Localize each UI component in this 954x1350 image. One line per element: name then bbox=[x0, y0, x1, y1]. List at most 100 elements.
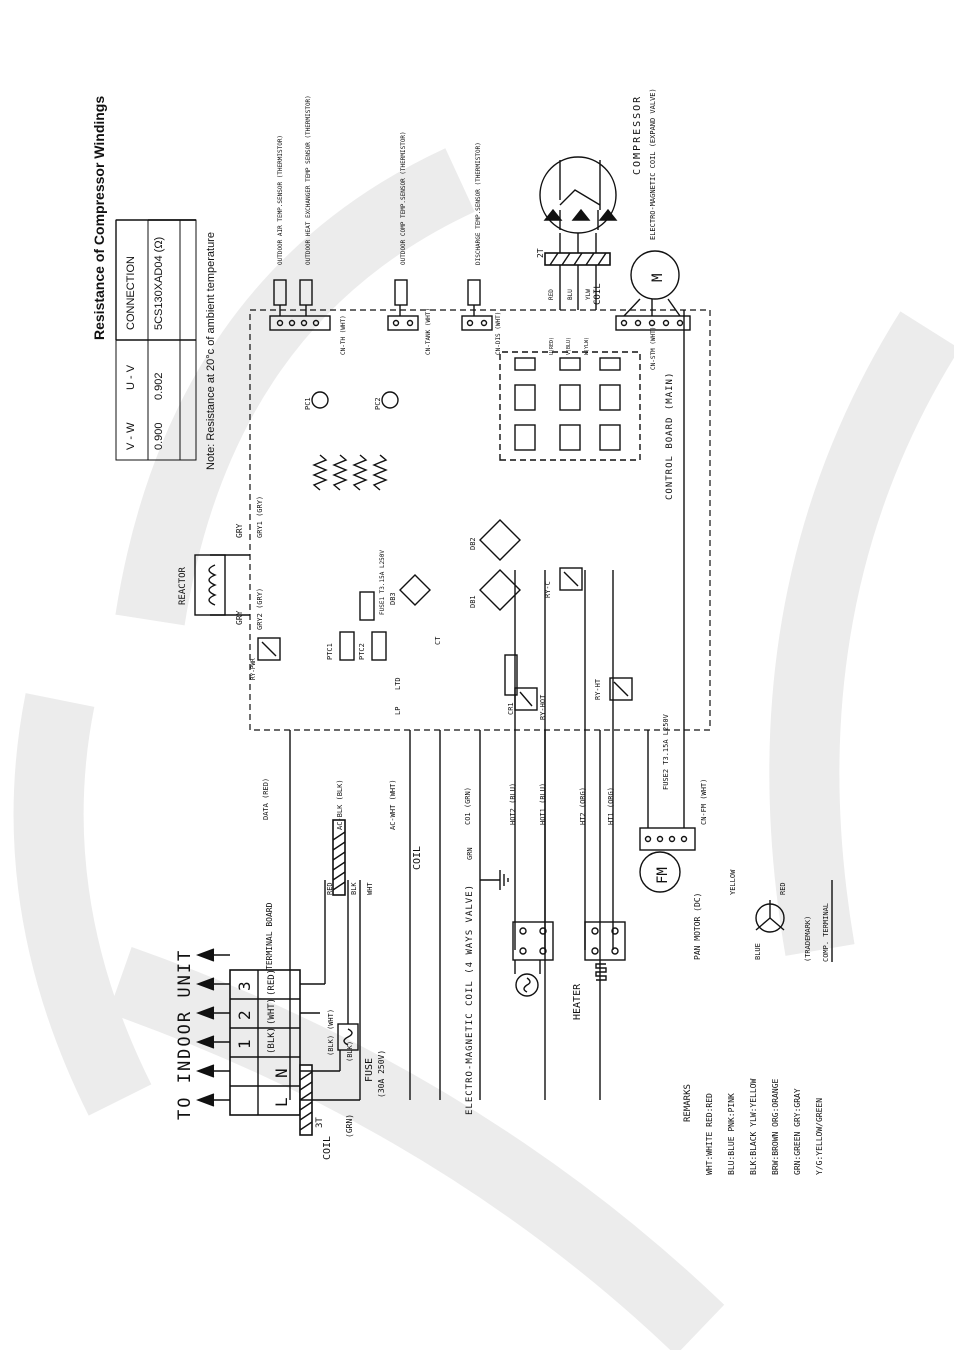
ry-pwr-label: RY-PWR bbox=[250, 658, 257, 680]
cr1 bbox=[504, 654, 518, 696]
heater-connector bbox=[584, 921, 626, 961]
coil-left-label: COIL bbox=[322, 1136, 333, 1160]
remarks: REMARKS WHT:WHITE RED:RED BLU:BLUE PNK:P… bbox=[683, 1078, 824, 1175]
main-fuse-label: FUSE bbox=[364, 1058, 375, 1082]
ptc2-label: PTC2 bbox=[358, 643, 366, 660]
terminal-color-2: (WHT) bbox=[267, 998, 277, 1025]
cn-dis-label: CN-DIS (WHT) bbox=[495, 312, 502, 355]
ct-label: CT bbox=[434, 636, 442, 645]
compressor bbox=[539, 156, 618, 234]
remarks-line: BLU:BLUE PNK:PINK bbox=[727, 1093, 736, 1175]
ac-wht-label: AC-WHT (WHT) bbox=[389, 779, 397, 830]
ltd-label: LTD bbox=[394, 677, 402, 690]
terminal-1: 1 bbox=[235, 1039, 254, 1049]
sensor-hex: OUTDOOR HEAT EXCHANGER TEMP SENSOR (THER… bbox=[305, 95, 312, 265]
watermark bbox=[13, 148, 954, 1350]
terminal-color-1: (BLK) bbox=[267, 1027, 277, 1054]
indoor-arrows bbox=[196, 948, 230, 1107]
expand-valve-label: ELECTRO-MAGNETIC COIL (EXPAND VALVE) bbox=[649, 88, 657, 240]
terminal-3: 3 bbox=[235, 981, 254, 991]
reactor-label: REACTOR bbox=[178, 566, 188, 605]
gry1-label: GRY1 (GRY) bbox=[256, 496, 264, 538]
table-cell: 0.900 bbox=[153, 422, 165, 450]
pc2-label: PC2 bbox=[374, 397, 382, 410]
igbt-bridge bbox=[514, 357, 621, 451]
cn-tank-label: CN-TANK (WHT) bbox=[425, 308, 432, 355]
pc1 bbox=[311, 391, 329, 409]
table-note: Note: Resistance at 20°c of ambient temp… bbox=[205, 232, 217, 470]
table-cell: U - V bbox=[125, 364, 137, 390]
table-header-connection: CONNECTION bbox=[125, 256, 137, 330]
comp-wire-blu: BLU bbox=[567, 289, 574, 300]
cn-fm-connector bbox=[639, 827, 696, 851]
table-cell: V - W bbox=[125, 422, 137, 450]
ptc1 bbox=[339, 631, 355, 661]
ry-ht-label: RY-HT bbox=[594, 678, 602, 700]
expand-valve-motor bbox=[630, 250, 680, 300]
ry-hot-label: RY-HOT bbox=[539, 694, 547, 720]
heater-label: HEATER bbox=[572, 983, 583, 1020]
inverter-box bbox=[499, 351, 641, 461]
wire-red-label: RED bbox=[326, 882, 334, 895]
cn-th-connector bbox=[269, 279, 331, 331]
gry-left: GRY bbox=[235, 610, 244, 625]
four-way-valve-coil bbox=[515, 973, 539, 997]
blk-fuse-label: (BLK) bbox=[346, 1041, 354, 1062]
main-fuse-rating: (30A 250V) bbox=[377, 1050, 386, 1098]
wht-wire-label: (WHT) bbox=[327, 1009, 335, 1030]
cr1-label: CR1 bbox=[507, 702, 515, 715]
terminal-n: N bbox=[272, 1068, 291, 1078]
terminal-2: 2 bbox=[235, 1010, 254, 1020]
ht1-label: HT1 (ORG) bbox=[607, 787, 615, 825]
v-blu-label: V(BLU) bbox=[566, 337, 572, 355]
gry2-label: GRY2 (GRY) bbox=[256, 588, 264, 630]
wire-blk-label: BLK bbox=[350, 882, 358, 895]
gry-right: GRY bbox=[235, 523, 244, 538]
coil-3t-label: 3T bbox=[315, 1117, 325, 1128]
control-board-outline bbox=[249, 309, 711, 731]
control-board-label: CONTROL BOARD (MAIN) bbox=[665, 372, 675, 500]
ry-pwr-relay bbox=[257, 637, 281, 661]
sensor-pipe: OUTDOOR COMP TEMP.SENSOR (THERMISTOR) bbox=[400, 131, 407, 265]
ry-c-label: RY-C bbox=[544, 581, 552, 598]
cn-fm-label: CN-FM (WHT) bbox=[700, 779, 708, 825]
comp-terminal-trademark: (TRADEMARK) bbox=[804, 916, 812, 962]
comp-wire-ylw: YLW bbox=[585, 289, 592, 300]
u-red-label: U(RED) bbox=[549, 337, 555, 355]
resistor-bank bbox=[312, 454, 388, 491]
wire-wht-label: WHT bbox=[366, 882, 374, 895]
ptc2 bbox=[371, 631, 387, 661]
co1-grn-label: CO1 (GRN) bbox=[464, 787, 472, 825]
ry-c-relay bbox=[559, 567, 583, 591]
remarks-line: GRN:GREEN GRY:GRAY bbox=[793, 1088, 802, 1175]
fan-motor bbox=[639, 851, 681, 893]
table-header-model: 5CS130XAD04 (Ω) bbox=[153, 237, 165, 330]
terminal-board-label: TERMINAL BOARD bbox=[265, 902, 274, 970]
remarks-line: BRW:BROWN ORG:ORANGE bbox=[771, 1078, 780, 1175]
data-red-label: DATA (RED) bbox=[262, 778, 270, 820]
pc1-label: PC1 bbox=[304, 397, 312, 410]
db2: DB2 bbox=[469, 519, 521, 561]
remarks-title: REMARKS bbox=[683, 1084, 693, 1122]
remarks-line: Y/G:YELLOW/GREEN bbox=[815, 1098, 824, 1175]
hot1-label: HOT1 (BLU) bbox=[539, 783, 547, 825]
four-way-valve-label: ELECTRO-MAGNETIC COIL (4 WAYS VALVE) bbox=[465, 884, 475, 1115]
table-cell: 0.902 bbox=[153, 372, 165, 400]
fuse1-label: FUSE1 T3.15A L250V bbox=[379, 550, 386, 615]
w-ylw-label: W(YLW) bbox=[584, 337, 590, 355]
cn-stm-connector bbox=[615, 315, 691, 331]
grn-label: GRN bbox=[466, 847, 474, 860]
four-way-valve-connector bbox=[512, 921, 554, 961]
comp-terminal-yellow: YELLOW bbox=[729, 869, 737, 895]
sensor-dis: DISCHARGE TEMP.SENSOR (THERMISTOR) bbox=[475, 142, 482, 265]
remarks-line: WHT:WHITE RED:RED bbox=[705, 1093, 714, 1175]
compressor-label: COMPRESSOR bbox=[632, 95, 643, 175]
grn-left-label: (GRN) bbox=[345, 1114, 354, 1138]
db3: DB3 bbox=[389, 574, 431, 606]
comp-wire-red: RED bbox=[548, 289, 555, 300]
db3-label: DB3 bbox=[389, 592, 397, 605]
expand-valve-motor-m: M bbox=[650, 274, 666, 282]
comp-terminal-symbol bbox=[755, 900, 785, 933]
coil-comp-label: COIL bbox=[593, 283, 603, 305]
